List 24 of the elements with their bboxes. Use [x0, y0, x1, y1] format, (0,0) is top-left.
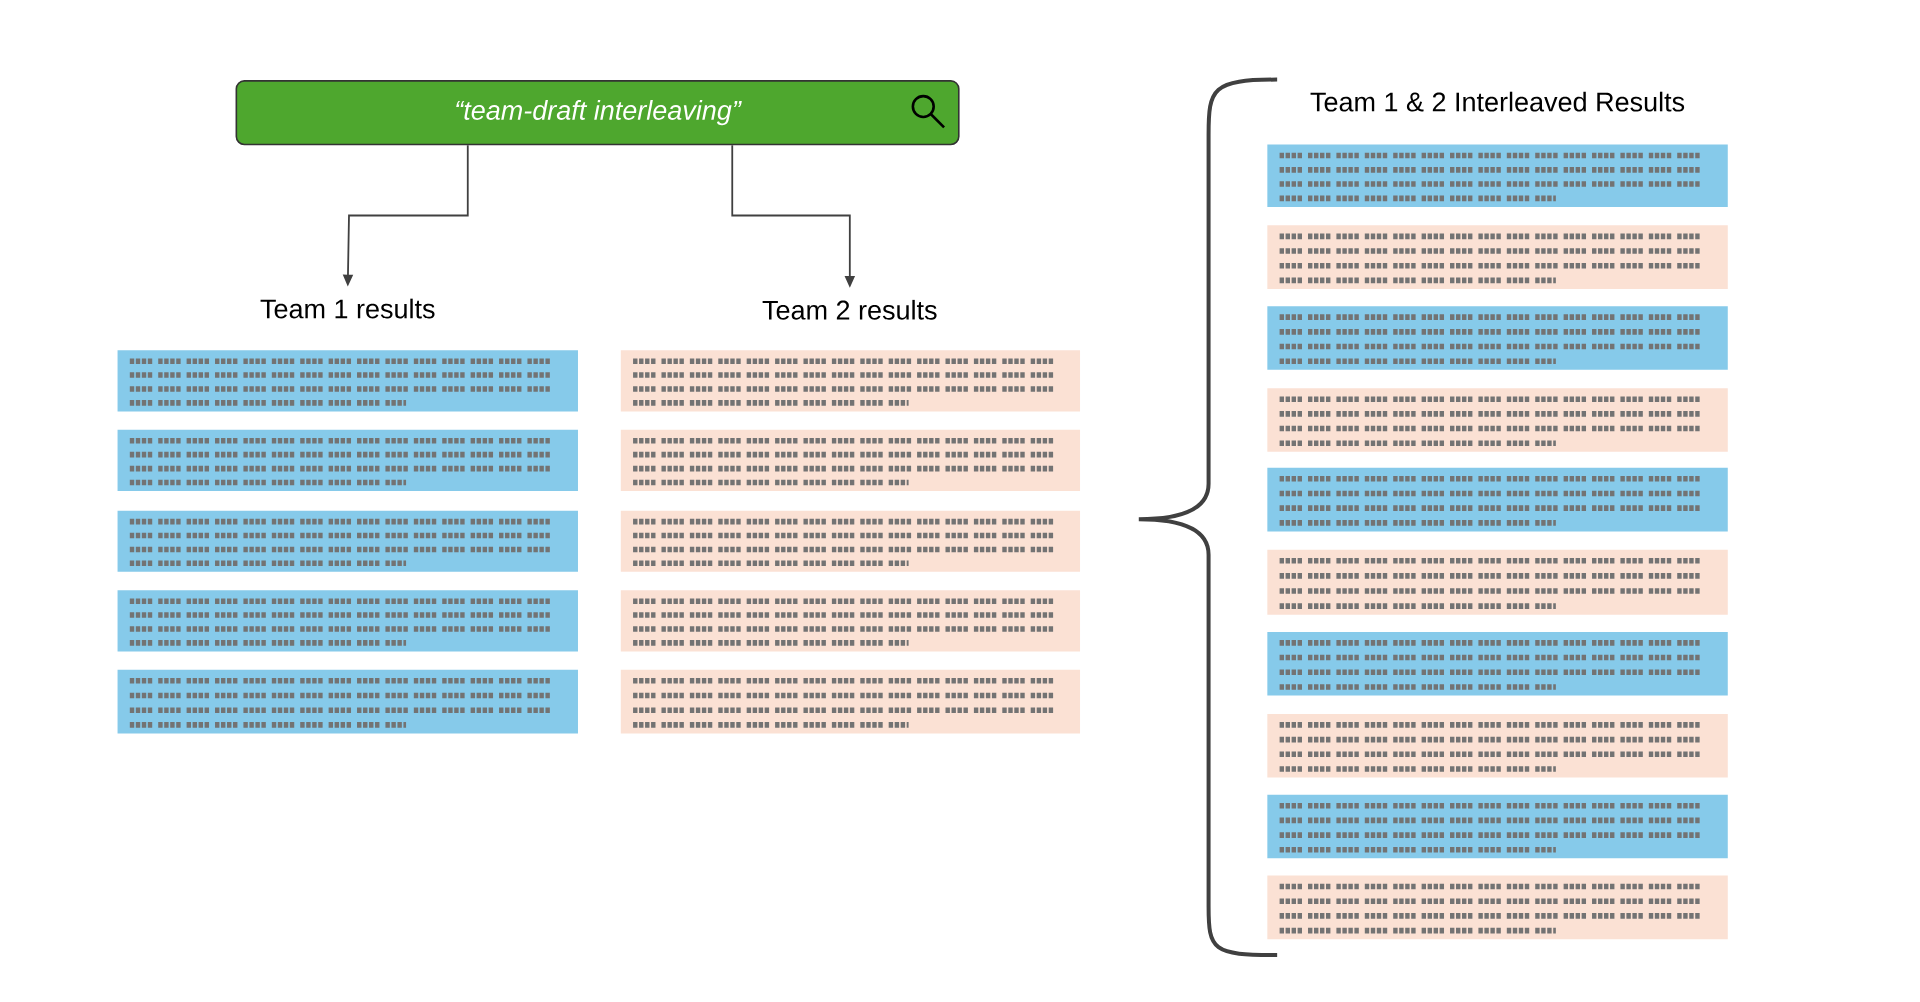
result-box: [1267, 794, 1728, 859]
result-box: [620, 430, 1081, 492]
result-box: [117, 430, 578, 492]
result-box: [1267, 714, 1728, 778]
result-box: [620, 590, 1081, 652]
result-box: [1267, 875, 1728, 940]
result-box: [1267, 388, 1728, 452]
result-box: [1267, 632, 1728, 696]
result-box: [117, 670, 578, 734]
result-box: [117, 350, 578, 412]
result-box: [1267, 468, 1728, 532]
result-box: [117, 510, 578, 572]
search-bar: “team-draft interleaving”: [235, 80, 960, 146]
result-box: [620, 510, 1081, 572]
column-heading: Team 2 results: [762, 300, 937, 320]
result-box: [1267, 306, 1728, 370]
result-box: [620, 670, 1081, 734]
result-box: [1267, 144, 1728, 208]
result-box: [117, 590, 578, 652]
result-box: [1267, 550, 1728, 615]
column-heading: Team 1 & 2 Interleaved Results: [1310, 91, 1685, 112]
result-box: [1267, 225, 1728, 290]
column-heading: Team 1 results: [260, 298, 435, 319]
result-box: [620, 350, 1081, 412]
